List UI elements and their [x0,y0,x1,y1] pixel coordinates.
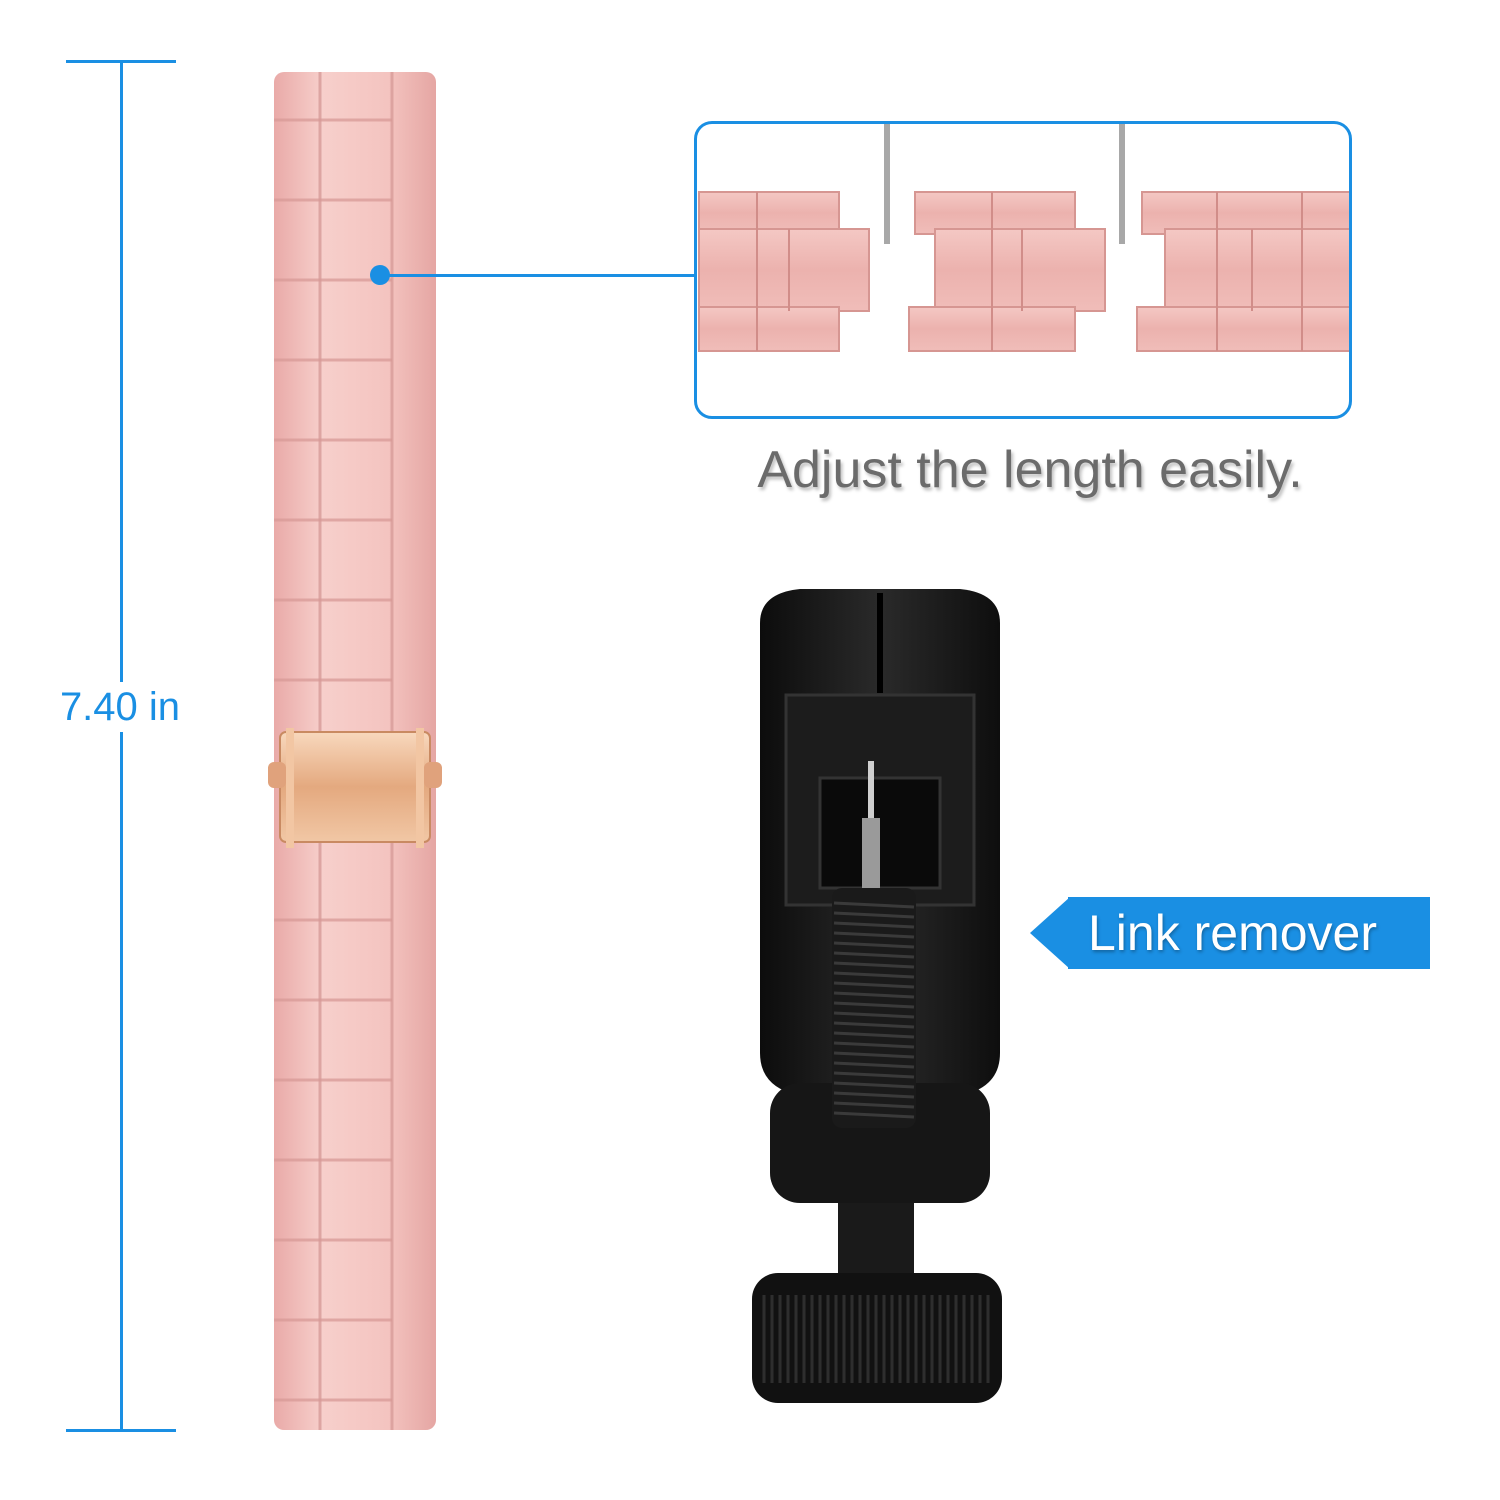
link-remover-tool-image [752,589,1002,1403]
link-detail-callout [694,121,1352,419]
watch-band-image [268,72,442,1430]
dimension-label: 7.40 in [40,682,200,732]
link-remover-arrow [1030,897,1070,969]
callout-connector-line [388,274,696,277]
callout-dot [370,265,390,285]
link-remover-label: Link remover [1068,897,1430,969]
adjust-caption: Adjust the length easily. [757,441,1303,499]
dimension-vertical-line [120,60,123,1432]
band-links-detail-image [698,124,1349,352]
